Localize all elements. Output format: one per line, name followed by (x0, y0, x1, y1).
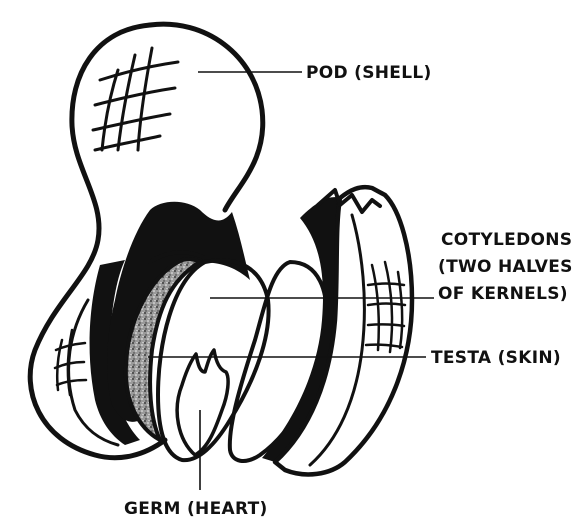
cotyledons-label-line1: COTYLEDONS (441, 230, 572, 250)
cotyledons-label-line2: (TWO HALVES (438, 257, 572, 277)
germ-label: GERM (HEART) (124, 499, 268, 519)
right-cotyledon (230, 262, 327, 461)
right-pod-texture (366, 262, 405, 352)
cotyledons-label-line3: OF KERNELS) (438, 284, 568, 304)
testa-label: TESTA (SKIN) (431, 348, 561, 368)
right-pod-shell (262, 187, 412, 474)
pod-label: POD (SHELL) (306, 63, 432, 83)
pod-texture-top (93, 48, 178, 150)
germ-heart (177, 350, 228, 455)
